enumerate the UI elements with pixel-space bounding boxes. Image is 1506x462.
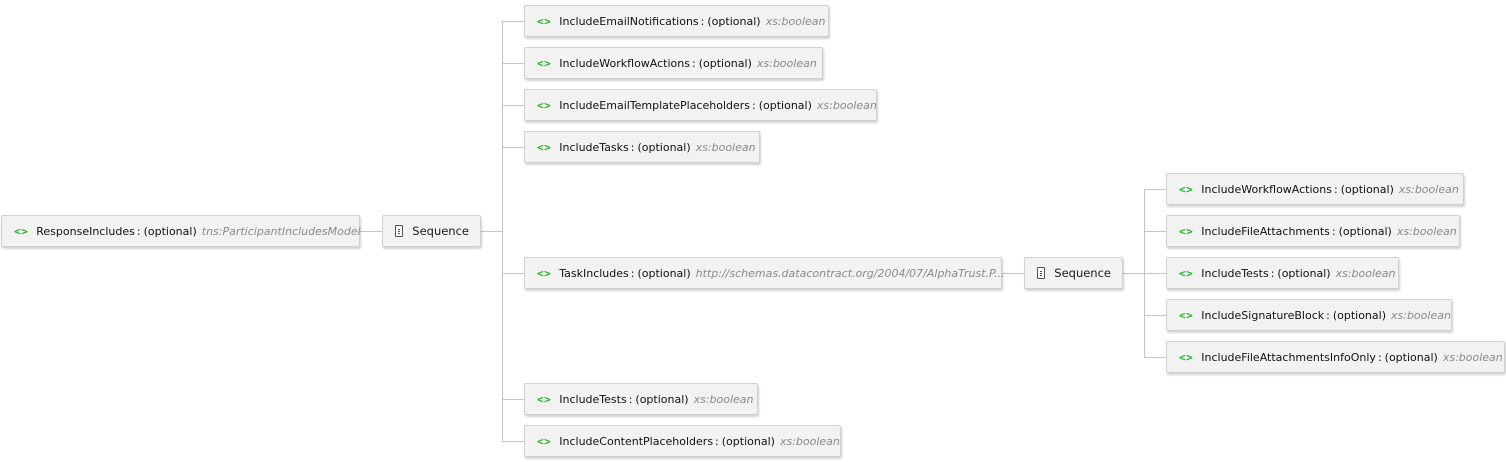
element-optional: (optional) — [1338, 224, 1392, 238]
element-separator: : — [700, 14, 705, 28]
element-icon: <> — [537, 98, 552, 112]
element-separator: : — [630, 140, 635, 154]
element-icon: <> — [1179, 224, 1194, 238]
element-name: IncludeEmailNotifications — [559, 14, 699, 28]
element-separator: : — [628, 392, 633, 406]
element-icon: <> — [537, 266, 552, 280]
element-optional: (optional) — [1332, 308, 1386, 322]
element-separator: : — [1333, 182, 1338, 196]
element-separator: : — [630, 266, 635, 280]
sequence-label: Sequence — [412, 224, 469, 238]
element-optional: (optional) — [143, 224, 197, 238]
element-name: IncludeContentPlaceholders — [559, 434, 714, 448]
element-node-task-includes[interactable]: <> TaskIncludes : (optional) http://sche… — [524, 257, 1005, 289]
element-type: xs:boolean — [693, 392, 754, 406]
element-optional: (optional) — [698, 56, 752, 70]
element-name: ResponseIncludes — [36, 224, 135, 238]
element-name: IncludeEmailTemplatePlaceholders — [559, 98, 751, 112]
sequence-label: Sequence — [1054, 266, 1111, 280]
element-type: xs:boolean — [695, 140, 756, 154]
element-name: TaskIncludes — [559, 266, 629, 280]
element-type: xs:boolean — [779, 434, 840, 448]
element-node-include-email-template-placeholders[interactable]: <> IncludeEmailTemplatePlaceholders : (o… — [524, 89, 877, 121]
element-separator: : — [715, 434, 719, 448]
element-icon: <> — [1179, 308, 1194, 322]
element-type: xs:boolean — [1335, 266, 1396, 280]
element-node-task-include-file-attachments[interactable]: <> IncludeFileAttachments : (optional) x… — [1166, 215, 1460, 247]
element-type: http://schemas.datacontract.org/2004/07/… — [695, 266, 1005, 280]
element-optional: (optional) — [707, 14, 761, 28]
element-node-include-workflow-actions[interactable]: <> IncludeWorkflowActions : (optional) x… — [524, 47, 823, 79]
element-node-task-include-signature-block[interactable]: <> IncludeSignatureBlock : (optional) xs… — [1166, 299, 1452, 331]
sequence-node[interactable]: Sequence — [382, 215, 481, 247]
element-node-include-tests[interactable]: <> IncludeTests : (optional) xs:boolean — [524, 383, 758, 415]
element-separator: : — [691, 56, 696, 70]
element-separator: : — [1377, 350, 1382, 364]
element-optional: (optional) — [758, 98, 812, 112]
element-separator: : — [1270, 266, 1275, 280]
element-node-include-email-notifications[interactable]: <> IncludeEmailNotifications : (optional… — [524, 5, 829, 37]
element-type: xs:boolean — [1442, 350, 1503, 364]
element-name: IncludeWorkflowActions — [559, 56, 690, 70]
element-icon: <> — [537, 14, 552, 28]
element-optional: (optional) — [1340, 182, 1394, 196]
element-icon: <> — [14, 224, 29, 238]
element-type: tns:ParticipantIncludesModel — [201, 224, 361, 238]
element-icon: <> — [1179, 350, 1194, 364]
element-optional: (optional) — [721, 434, 775, 448]
element-type: xs:boolean — [1398, 182, 1459, 196]
element-optional: (optional) — [637, 266, 691, 280]
element-type: xs:boolean — [1391, 308, 1451, 322]
element-type: xs:boolean — [1396, 224, 1457, 238]
element-optional: (optional) — [1384, 350, 1438, 364]
element-icon: <> — [537, 434, 552, 448]
element-node-task-include-file-attachments-info-only[interactable]: <> IncludeFileAttachmentsInfoOnly : (opt… — [1166, 341, 1505, 373]
element-type: xs:boolean — [765, 14, 826, 28]
element-name: IncludeSignatureBlock — [1201, 308, 1325, 322]
element-name: IncludeTasks — [559, 140, 629, 154]
element-optional: (optional) — [635, 392, 689, 406]
element-name: IncludeWorkflowActions — [1201, 182, 1332, 196]
element-name: IncludeFileAttachments — [1201, 224, 1330, 238]
sequence-icon — [1037, 267, 1046, 279]
element-name: IncludeFileAttachmentsInfoOnly — [1201, 350, 1376, 364]
element-icon: <> — [537, 392, 552, 406]
element-icon: <> — [1179, 182, 1194, 196]
element-optional: (optional) — [1277, 266, 1331, 280]
root-element-node[interactable]: <> ResponseIncludes : (optional) tns:Par… — [1, 215, 361, 247]
task-includes-sequence-node[interactable]: Sequence — [1024, 257, 1123, 289]
element-separator: : — [752, 98, 756, 112]
element-name: IncludeTests — [1201, 266, 1269, 280]
element-type: xs:boolean — [756, 56, 817, 70]
element-type: xs:boolean — [816, 98, 877, 112]
element-icon: <> — [537, 140, 552, 154]
element-separator: : — [136, 224, 141, 238]
element-separator: : — [1331, 224, 1336, 238]
element-icon: <> — [537, 56, 552, 70]
element-icon: <> — [1179, 266, 1194, 280]
element-node-include-content-placeholders[interactable]: <> IncludeContentPlaceholders : (optiona… — [524, 425, 841, 457]
element-node-task-include-workflow-actions[interactable]: <> IncludeWorkflowActions : (optional) x… — [1166, 173, 1464, 205]
element-node-include-tasks[interactable]: <> IncludeTasks : (optional) xs:boolean — [524, 131, 760, 163]
element-separator: : — [1326, 308, 1330, 322]
element-node-task-include-tests[interactable]: <> IncludeTests : (optional) xs:boolean — [1166, 257, 1399, 289]
sequence-icon — [395, 225, 404, 237]
element-name: IncludeTests — [559, 392, 627, 406]
element-optional: (optional) — [637, 140, 691, 154]
